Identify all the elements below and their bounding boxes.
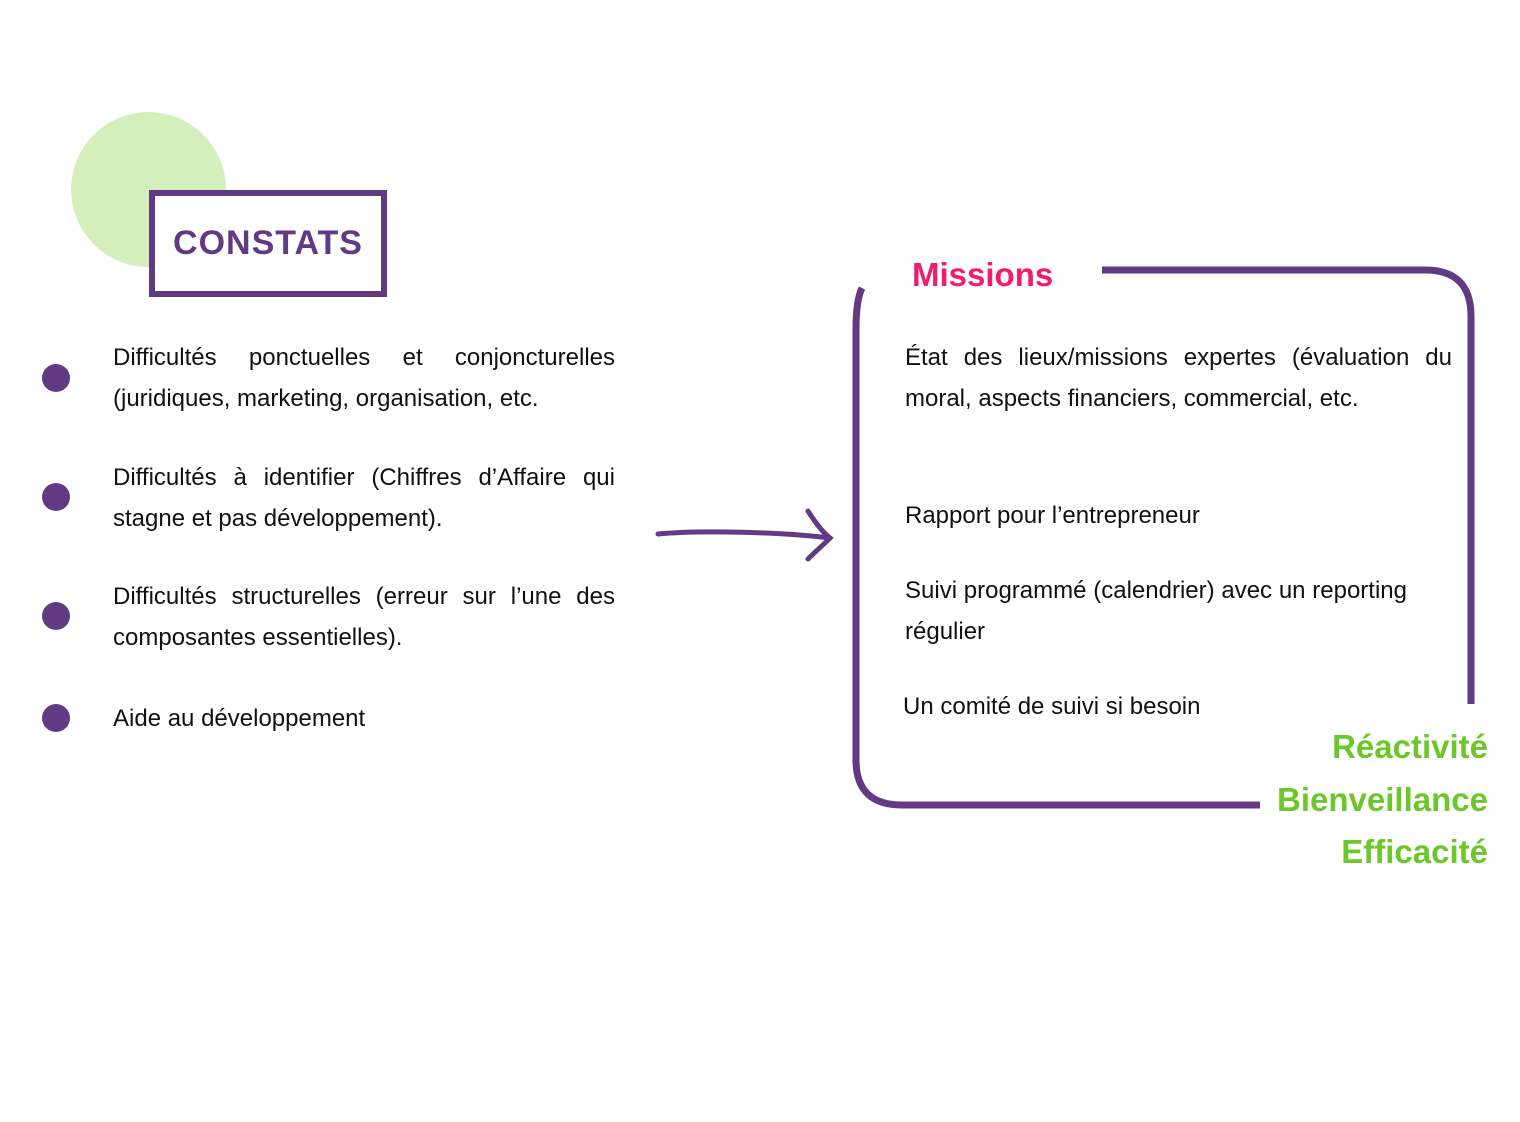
missions-frame bbox=[852, 266, 1475, 809]
constats-title: CONSTATS bbox=[173, 224, 363, 262]
constat-item: Difficultés à identifier (Chiffres d’Aff… bbox=[113, 464, 615, 532]
mission-item: Suivi programmé (calendrier) avec un rep… bbox=[905, 577, 1407, 645]
bullet-dot bbox=[42, 483, 70, 511]
constat-item: Difficultés ponctuelles et conjoncturell… bbox=[113, 344, 615, 412]
bullet-dot bbox=[42, 602, 70, 630]
bullet-dot bbox=[42, 364, 70, 392]
mission-item: État des lieux/missions expertes (évalua… bbox=[905, 344, 1452, 412]
quality-efficiency: Efficacité bbox=[1341, 833, 1488, 870]
bullet-dot bbox=[42, 704, 70, 732]
constat-item: Difficultés structurelles (erreur sur l’… bbox=[113, 583, 615, 651]
constat-item: Aide au développement bbox=[113, 705, 366, 732]
arrow-icon bbox=[655, 508, 834, 562]
quality-reactivity: Réactivité bbox=[1332, 728, 1488, 765]
constats-heading-box: CONSTATS bbox=[149, 190, 387, 297]
missions-title: Missions bbox=[912, 256, 1054, 293]
mission-item: Un comité de suivi si besoin bbox=[903, 693, 1201, 720]
quality-kindness: Bienveillance bbox=[1277, 781, 1488, 818]
mission-item: Rapport pour l’entrepreneur bbox=[905, 502, 1200, 529]
